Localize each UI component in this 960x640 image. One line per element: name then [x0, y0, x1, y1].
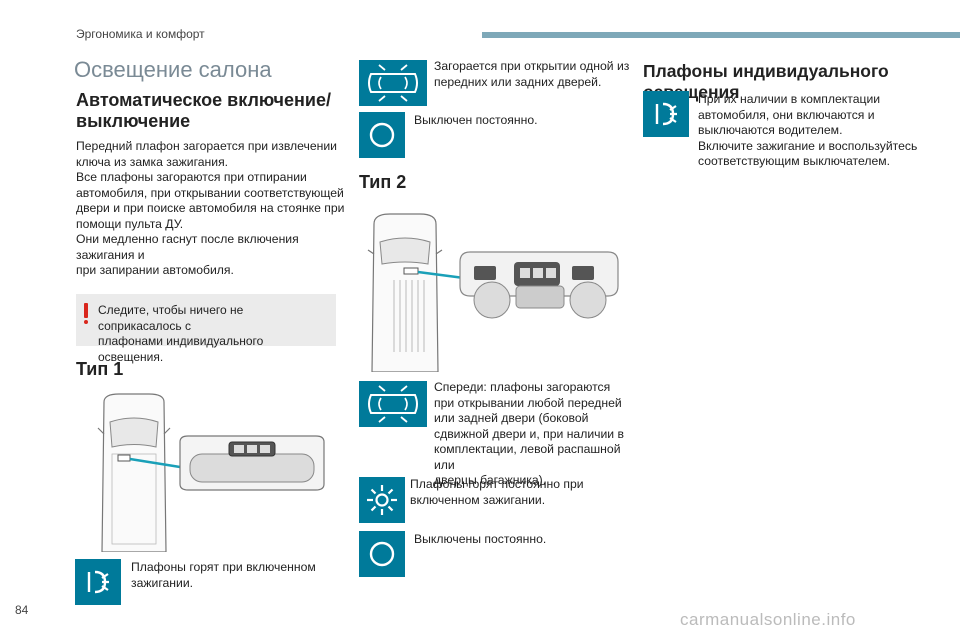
type1-on-text: Плафоны горят при включенном зажигании. — [131, 560, 331, 591]
type2-doors-icon — [359, 381, 427, 427]
type2-on-line: Плафоны горят постоянно при — [410, 477, 584, 491]
doors-line: передних или задних дверей. — [434, 74, 602, 89]
warning-line: Следите, чтобы ничего не соприкасалось с — [98, 303, 244, 333]
type2-on-line: включенном зажигании. — [410, 492, 546, 507]
individual-line: Включите зажигание и воспользуйтесь — [698, 138, 918, 153]
individual-line: При их наличии в комплектации — [698, 92, 881, 106]
type1-on-line: Плафоны горят при включенном — [131, 560, 316, 574]
type1-on-line: зажигании. — [131, 575, 194, 590]
auto-line: Все плафоны загораются при отпирании — [76, 170, 307, 184]
individual-line: автомобиля, они включаются и — [698, 107, 875, 122]
auto-line: автомобиля, при открывании соответствующ… — [76, 185, 344, 200]
page-title: Освещение салона — [74, 57, 272, 82]
auto-line: помощи пульта ДУ. — [76, 216, 184, 231]
type2-off-icon — [359, 531, 405, 577]
doors-icon — [359, 60, 427, 106]
warning-box: Следите, чтобы ничего не соприкасалось с… — [76, 294, 336, 364]
warning-icon — [84, 303, 89, 324]
individual-line: выключаются водителем. — [698, 123, 843, 137]
page-number: 84 — [15, 603, 29, 617]
type2-doors-text: Спереди: плафоны загораются при открыван… — [434, 380, 624, 489]
type1-illustration — [84, 392, 334, 552]
type2-heading: Тип 2 — [359, 172, 407, 192]
individual-text: При их наличии в комплектации автомобиля… — [698, 92, 928, 170]
sun-icon — [359, 477, 405, 523]
type1-on-icon — [75, 559, 121, 605]
type1-heading: Тип 1 — [76, 359, 124, 379]
section-header: Эргономика и комфорт — [76, 27, 205, 41]
auto-paragraph: Передний плафон загорается при извлечени… — [76, 139, 346, 279]
auto-line: при запирании автомобиля. — [76, 263, 234, 277]
type2-doors-line: комплектации, левой распашной или — [434, 442, 621, 472]
header-accent-bar — [482, 32, 960, 38]
auto-heading-line2: выключение — [76, 111, 191, 131]
auto-line: ключа из замка зажигания. — [76, 154, 229, 169]
auto-line: Они медленно гаснут после включения зажи… — [76, 232, 299, 262]
individual-line: соответствующим выключателем. — [698, 154, 890, 168]
type2-off-text: Выключены постоянно. — [414, 532, 547, 546]
auto-line: Передний плафон загорается при извлечени… — [76, 139, 337, 153]
type2-doors-line: или задней двери (боковой — [434, 411, 589, 425]
warning-line: плафонами индивидуального освещения. — [98, 334, 264, 364]
type2-on-text: Плафоны горят постоянно при включенном з… — [410, 477, 620, 508]
auto-heading: Автоматическое включение/ выключение — [76, 90, 331, 132]
type1-off-text: Выключен постоянно. — [414, 113, 538, 127]
type2-illustration — [364, 212, 620, 372]
type2-doors-line: сдвижной двери и, при наличии в — [434, 426, 624, 441]
warning-text: Следите, чтобы ничего не соприкасалось с… — [98, 303, 330, 365]
doors-text: Загорается при открытии одной из передни… — [434, 59, 634, 90]
auto-line: двери и при поиске автомобиля на стоянке… — [76, 201, 345, 215]
type2-doors-line: дверцы багажника). — [434, 473, 547, 487]
individual-on-icon — [643, 91, 689, 137]
watermark: carmanualsonline.info — [680, 610, 856, 629]
type1-off-icon — [359, 112, 405, 158]
auto-heading-line1: Автоматическое включение/ — [76, 90, 331, 110]
type2-doors-line: Спереди: плафоны загораются — [434, 380, 611, 394]
doors-line: Загорается при открытии одной из — [434, 59, 630, 73]
type2-doors-line: при открывании любой передней — [434, 395, 622, 410]
